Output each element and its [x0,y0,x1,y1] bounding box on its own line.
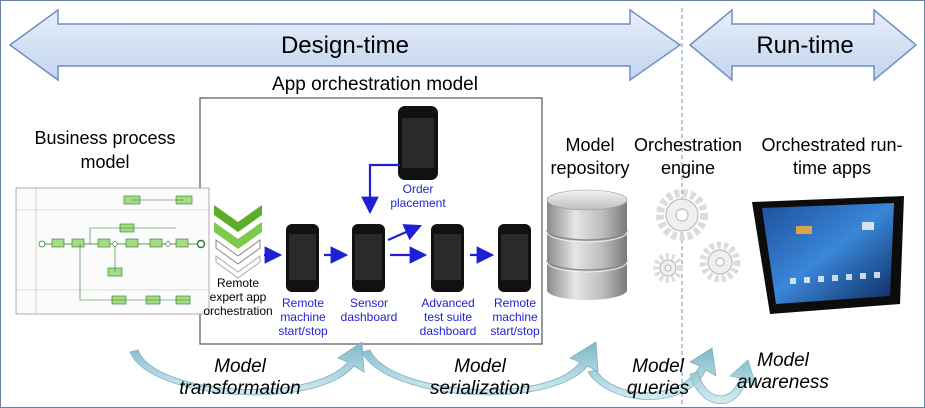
business-process-thumbnail [15,187,210,315]
phone-label-sensor-dashboard: Sensor dashboard [338,296,400,324]
flow-label-queries: Model queries [618,356,698,400]
phone-label-remote-machine-1: Remote machine start/stop [272,296,334,338]
phone-label-line1: Remote [493,296,537,310]
run-time-arrow [688,8,918,82]
flow-label-line2: queries [626,378,690,399]
phone-label-line2: test suite [423,310,473,324]
model-repository-line2: repository [550,158,630,178]
phone-label-line3: dashboard [419,324,477,338]
business-process-line2: model [80,152,130,172]
business-process-line1: Business process [34,128,176,148]
order-placement-label: Order placement [386,182,450,210]
phone-sensor-dashboard-graphic [352,224,385,292]
phone-remote-machine-2-graphic [498,224,531,292]
phone-label-line2: machine [492,310,538,324]
orchestration-engine-line1: Orchestration [633,135,743,155]
remote-expert-label: Remote expert app orchestration [202,276,274,318]
flow-label-line1: Model [214,356,266,377]
orchestration-box [199,97,543,345]
phone-label-line3: start/stop [278,324,328,338]
model-repository-label: Model repository [540,134,640,180]
phone-label-line2: machine [280,310,326,324]
phone-label-line1: Sensor [349,296,389,310]
remote-expert-line2: expert app [209,290,267,304]
phone-advanced-test-suite-graphic [431,224,464,292]
orchestrated-apps-line2: time apps [792,158,872,178]
remote-expert-line1: Remote [216,276,260,290]
orchestration-engine-line2: engine [660,158,716,178]
curve-arrows [129,341,757,405]
phone-label-remote-machine-2: Remote machine start/stop [484,296,546,338]
phone-label-line1: Advanced [421,296,475,310]
phone-order-placement-graphic [398,106,438,180]
order-placement-line1: Order [402,182,434,196]
gears-icon [653,189,741,283]
flow-label-line1: Model [454,356,506,377]
flow-label-transformation: Model transformation [165,356,315,400]
flow-label-line2: serialization [429,378,531,399]
orchestrated-apps-line1: Orchestrated run- [761,135,903,155]
chevron-icon [214,205,262,279]
model-repository-line1: Model [565,135,615,155]
flow-label-awareness: Model awareness [728,350,838,394]
run-time-label: Run-time [756,32,854,59]
flow-label-line2: awareness [737,372,829,393]
design-time-label: Design-time [280,32,410,59]
flow-label-line2: transformation [179,378,301,399]
design-time-arrow [8,8,682,82]
orchestration-box-title: App orchestration model [272,74,478,95]
flow-label-line1: Model [632,356,684,377]
phone-label-line2: dashboard [340,310,398,324]
order-placement-line2: placement [390,196,446,210]
phone-label-line1: Remote [281,296,325,310]
phone-label-advanced-test-suite: Advanced test suite dashboard [416,296,480,338]
orchestration-engine-label: Orchestration engine [628,134,748,180]
orchestrated-apps-label: Orchestrated run- time apps [752,134,912,180]
remote-expert-line3: orchestration [203,304,273,318]
database-icon [546,189,628,300]
tablet-icon [752,196,904,314]
business-process-label: Business process model [20,126,190,174]
phone-label-line3: start/stop [490,324,540,338]
flow-label-line1: Model [757,350,809,371]
phone-remote-machine-1-graphic [286,224,319,292]
flow-label-serialization: Model serialization [420,356,540,400]
flow-arrows [264,163,495,264]
